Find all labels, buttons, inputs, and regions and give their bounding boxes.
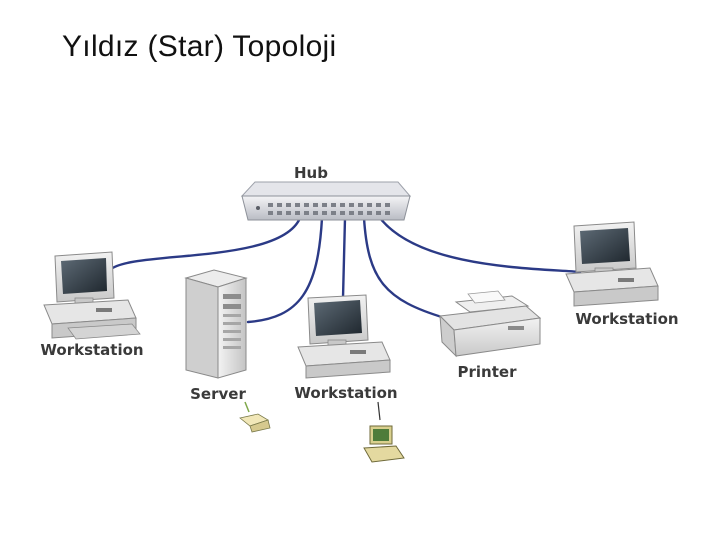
- desktop-computer-icon: [43, 251, 141, 340]
- workstation-right-label: Workstation: [575, 310, 678, 328]
- workstation-left-label: Workstation: [40, 341, 143, 359]
- hub-label: Hub: [294, 164, 328, 182]
- desktop-computer-icon: [565, 221, 659, 307]
- cable-to-workstation-right: [378, 216, 582, 274]
- network-cables: [108, 216, 582, 324]
- workstation-center-label: Workstation: [294, 384, 397, 402]
- small-computer-clipart-icon: [363, 401, 405, 463]
- network-hub-icon: [240, 181, 412, 221]
- cable-to-printer: [362, 216, 447, 320]
- printer-label: Printer: [458, 363, 518, 381]
- tower-server-icon: [184, 269, 248, 379]
- small-computer-clipart-icon: [239, 401, 271, 433]
- server-label: Server: [190, 385, 246, 403]
- slide-title: Yıldız (Star) Topoloji: [62, 30, 337, 63]
- cable-to-workstation-center: [341, 216, 347, 300]
- laser-printer-icon: [438, 290, 542, 358]
- cable-to-workstation-left: [108, 216, 302, 272]
- cable-to-server: [246, 216, 324, 324]
- desktop-computer-icon: [297, 294, 391, 379]
